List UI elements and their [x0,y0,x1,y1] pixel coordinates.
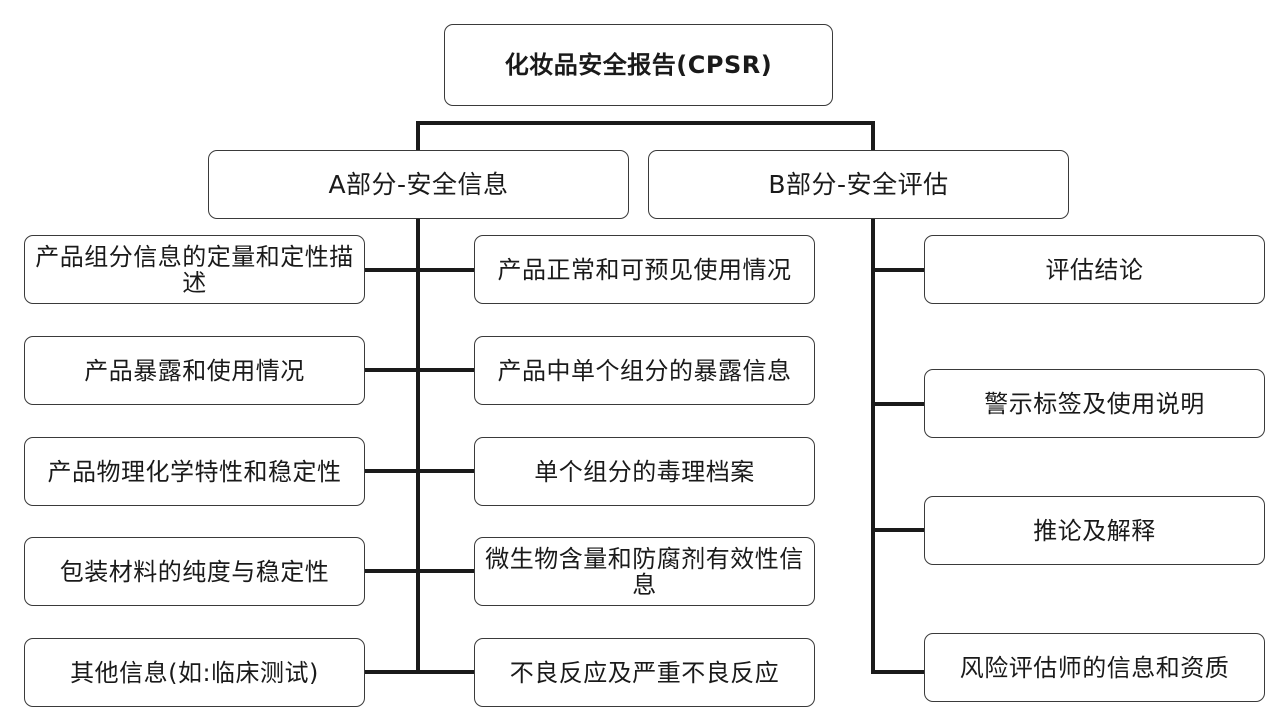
root-node: 化妆品安全报告(CPSR) [444,24,833,106]
section-a-right-item-label: 单个组分的毒理档案 [534,457,755,486]
section-a-left-item: 产品组分信息的定量和定性描述 [24,235,365,304]
section-a-left-item: 包装材料的纯度与稳定性 [24,537,365,606]
section-a-title: A部分-安全信息 [328,169,509,199]
section-a-left-item-label: 产品暴露和使用情况 [84,356,305,385]
section-b-item: 评估结论 [924,235,1265,304]
section-b-item: 警示标签及使用说明 [924,369,1265,438]
section-a-left-item: 产品暴露和使用情况 [24,336,365,405]
section-a-right-item: 微生物含量和防腐剂有效性信息 [474,537,815,606]
section-a-right-item-label: 不良反应及严重不良反应 [509,658,780,687]
section-a-right-item-label: 微生物含量和防腐剂有效性信息 [485,544,804,599]
section-a-left-item-label: 产品组分信息的定量和定性描述 [35,242,354,297]
section-b-item: 风险评估师的信息和资质 [924,633,1265,702]
section-a-right-item: 产品中单个组分的暴露信息 [474,336,815,405]
section-a-right-item-label: 产品正常和可预见使用情况 [497,255,792,284]
section-a-right-item: 不良反应及严重不良反应 [474,638,815,707]
root-title: 化妆品安全报告(CPSR) [504,51,773,79]
section-b-item-label: 推论及解释 [1033,516,1156,545]
section-a-left-item: 产品物理化学特性和稳定性 [24,437,365,506]
section-a-left-item-label: 产品物理化学特性和稳定性 [47,457,342,486]
section-a-left-item-label: 其他信息(如:临床测试) [70,658,319,687]
section-b-item-label: 警示标签及使用说明 [984,389,1205,418]
section-b-item-label: 评估结论 [1045,255,1144,284]
section-a-right-item: 产品正常和可预见使用情况 [474,235,815,304]
section-a-right-item-label: 产品中单个组分的暴露信息 [497,356,792,385]
section-b-node: B部分-安全评估 [648,150,1069,219]
section-b-item: 推论及解释 [924,496,1265,565]
section-a-right-item: 单个组分的毒理档案 [474,437,815,506]
section-b-item-label: 风险评估师的信息和资质 [959,653,1230,682]
section-a-node: A部分-安全信息 [208,150,629,219]
section-a-left-item-label: 包装材料的纯度与稳定性 [59,557,330,586]
section-a-left-item: 其他信息(如:临床测试) [24,638,365,707]
section-b-title: B部分-安全评估 [768,169,949,199]
